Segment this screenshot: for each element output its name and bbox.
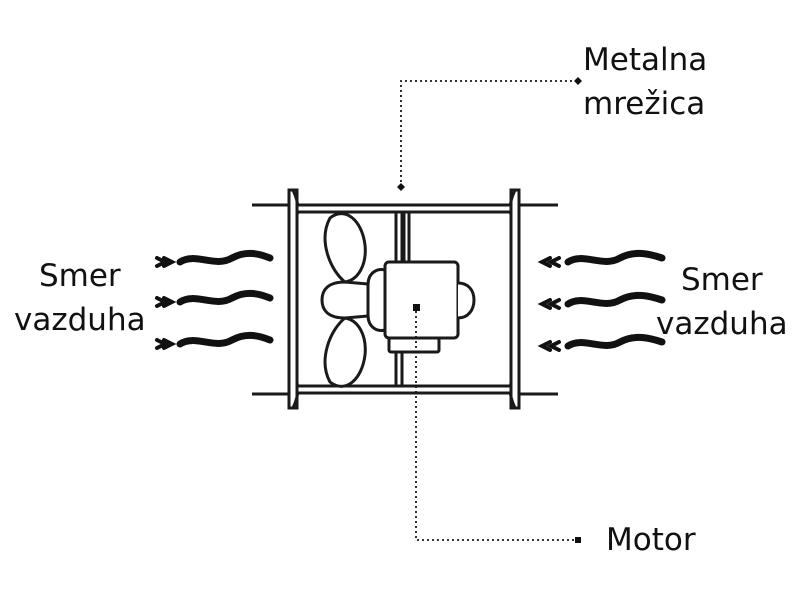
motor-callout [413,304,581,543]
fan-blades [320,212,370,388]
airflow-right [537,249,666,352]
label-metal-mesh-line2: mrežica [583,86,706,122]
label-metal-mesh-line1: Metalna [583,42,708,78]
mesh-callout [397,77,582,191]
label-air-direction-right: Smer vazduha [656,258,788,346]
airflow-wave-left-1 [155,249,274,268]
label-air-right-line1: Smer [680,262,763,298]
label-air-left-line1: Smer [38,258,121,294]
airflow-wave-right-2 [537,291,666,310]
label-air-right-line2: vazduha [656,306,788,342]
airflow-wave-right-1 [537,249,666,268]
motor-body [366,260,476,354]
label-motor: Motor [606,522,696,558]
duct [252,203,558,396]
airflow-left [155,249,274,350]
airflow-wave-right-3 [537,333,666,352]
label-metal-mesh: Metalna mrežica [583,38,707,126]
airflow-wave-left-3 [155,331,274,350]
airflow-wave-left-2 [155,289,274,308]
label-air-left-line2: vazduha [14,302,146,338]
label-air-direction-left: Smer vazduha [14,254,146,342]
